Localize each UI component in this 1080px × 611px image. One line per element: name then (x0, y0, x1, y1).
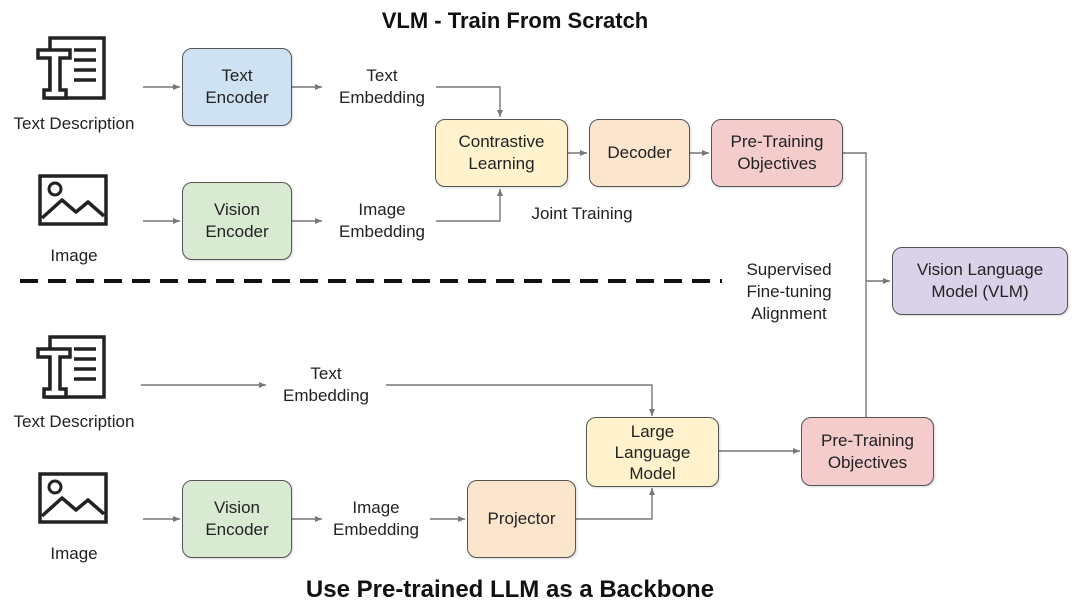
projector-box: Projector (467, 480, 576, 558)
text-document-icon (36, 335, 108, 406)
arrow-image-embedding-to-contrastive (436, 189, 503, 222)
arrow-text-embedding-to-contrastive (436, 86, 503, 117)
bottom-image-label: Image (50, 544, 98, 563)
bottom-vision-encoder-box: Vision Encoder (182, 480, 292, 558)
vlm-box: Vision Language Model (VLM) (892, 247, 1068, 315)
bottom-text-description-label: Text Description (13, 412, 135, 431)
bottom-text-embedding-label: Text Embedding (282, 364, 369, 405)
connector-top-pretraining-to-vlm (843, 152, 867, 281)
bottom-image-embedding-label: Image Embedding (332, 498, 419, 539)
top-image-embedding-label: Image Embedding (338, 200, 425, 241)
decoder-box: Decoder (589, 119, 690, 187)
large-language-model-box: Large Language Model (586, 417, 719, 487)
top-pretraining-objectives-box: Pre-Training Objectives (711, 119, 843, 187)
top-title: VLM - Train From Scratch (381, 8, 649, 33)
bottom-title: Use Pre-trained LLM as a Backbone (305, 576, 715, 603)
arrow-text-embedding-to-llm (386, 384, 655, 416)
supervised-finetuning-label: Supervised Fine-tuning Alignment (746, 260, 832, 323)
text-document-icon (36, 36, 108, 107)
arrow-projector-to-llm (576, 488, 655, 520)
text-encoder-box: Text Encoder (182, 48, 292, 126)
contrastive-learning-box: Contrastive Learning (435, 119, 568, 187)
image-icon (38, 472, 108, 529)
joint-training-label: Joint Training (531, 204, 633, 223)
image-icon (38, 174, 108, 231)
top-text-description-label: Text Description (13, 114, 135, 133)
top-image-label: Image (50, 246, 98, 265)
vision-encoder-box: Vision Encoder (182, 182, 292, 260)
top-text-embedding-label: Text Embedding (338, 66, 425, 107)
bottom-pretraining-objectives-box: Pre-Training Objectives (801, 417, 934, 486)
